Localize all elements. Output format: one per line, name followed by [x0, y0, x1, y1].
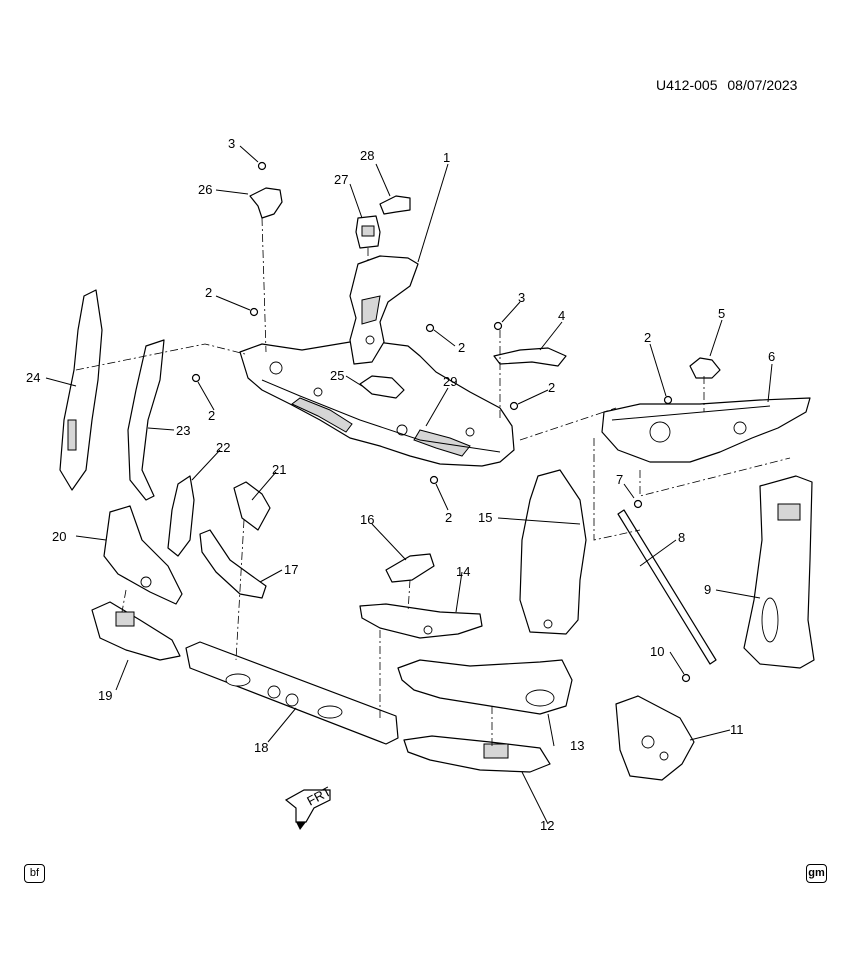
lower-grille-support-part[interactable]: [397, 659, 573, 715]
label-24: 24: [26, 370, 40, 385]
bolt-2a-icon[interactable]: [249, 307, 259, 317]
hood-prop-rod-part[interactable]: [617, 509, 717, 665]
label-2a: 2: [205, 285, 212, 300]
right-side-baffle-part[interactable]: [519, 469, 587, 635]
label-18: 18: [254, 740, 268, 755]
bolt-3a-icon[interactable]: [257, 161, 267, 171]
label-22: 22: [216, 440, 230, 455]
label-9: 9: [704, 582, 711, 597]
label-29: 29: [443, 374, 457, 389]
reference-date: 08/07/2023: [727, 77, 798, 93]
left-lower-bracket-part[interactable]: [167, 475, 195, 557]
label-6: 6: [768, 349, 775, 364]
bolt-10-icon[interactable]: [681, 673, 691, 683]
bolt-7-icon[interactable]: [633, 499, 643, 509]
label-2d: 2: [548, 380, 555, 395]
label-5: 5: [718, 306, 725, 321]
upper-radiator-support-part[interactable]: [239, 339, 515, 467]
bolt-2e-icon[interactable]: [429, 475, 439, 485]
hood-latch-insert-part[interactable]: [355, 215, 381, 249]
gm-logo-badge: gm: [806, 864, 827, 883]
upper-bracket-part[interactable]: [249, 187, 283, 219]
label-2e: 2: [445, 510, 452, 525]
label-28: 28: [360, 148, 374, 163]
label-20: 20: [52, 529, 66, 544]
bolt-2b-icon[interactable]: [191, 373, 201, 383]
bolt-3b-icon[interactable]: [493, 321, 503, 331]
label-17: 17: [284, 562, 298, 577]
label-14: 14: [456, 564, 470, 579]
label-16: 16: [360, 512, 374, 527]
part-number-labels: 1 2 2 2 2 2 2 3 3 4 5 6 7 8 9 10 11 12 1…: [26, 136, 775, 833]
diagram-reference-code: U412-005 08/07/2023: [656, 78, 797, 92]
fender-clip-part[interactable]: [689, 357, 721, 379]
alignment-lines: [75, 217, 791, 746]
label-10: 10: [650, 644, 664, 659]
lower-air-deflector-part[interactable]: [403, 735, 551, 773]
center-mount-bracket-part[interactable]: [385, 553, 435, 583]
label-27: 27: [334, 172, 348, 187]
label-7: 7: [616, 472, 623, 487]
label-2f: 2: [644, 330, 651, 345]
fasteners: [191, 161, 691, 683]
left-air-baffle-part[interactable]: [59, 289, 103, 491]
label-26: 26: [198, 182, 212, 197]
right-air-baffle-part[interactable]: [743, 475, 815, 669]
upper-air-deflector-part[interactable]: [359, 603, 483, 639]
label-21: 21: [272, 462, 286, 477]
front-direction-arrow: FRT: [284, 784, 334, 830]
leader-lines: [45, 145, 773, 825]
bolt-2d-icon[interactable]: [509, 401, 519, 411]
label-25: 25: [330, 368, 344, 383]
latch-support-bar-part[interactable]: [493, 347, 567, 367]
label-8: 8: [678, 530, 685, 545]
center-bracket-part[interactable]: [359, 375, 405, 399]
lower-deflector-part[interactable]: [199, 529, 267, 599]
right-lower-bracket-part[interactable]: [615, 695, 695, 781]
label-11: 11: [730, 722, 744, 737]
label-15: 15: [478, 510, 492, 525]
label-12: 12: [540, 818, 554, 833]
lower-tie-bar-part[interactable]: [185, 641, 399, 745]
right-fender-support-part[interactable]: [601, 397, 811, 463]
center-left-bracket-part[interactable]: [233, 481, 271, 531]
left-side-baffle-part[interactable]: [127, 339, 165, 501]
label-19: 19: [98, 688, 112, 703]
label-3b: 3: [518, 290, 525, 305]
latch-clip-part[interactable]: [379, 195, 411, 215]
bf-badge: bf: [24, 864, 45, 883]
reference-code: U412-005: [656, 77, 718, 93]
bolt-2c-icon[interactable]: [425, 323, 435, 333]
left-lower-baffle-part[interactable]: [103, 505, 183, 605]
label-1: 1: [443, 150, 450, 165]
label-3a: 3: [228, 136, 235, 151]
label-4: 4: [558, 308, 565, 323]
label-2c: 2: [458, 340, 465, 355]
label-23: 23: [176, 423, 190, 438]
left-bumper-bracket-part[interactable]: [91, 601, 181, 661]
label-13: 13: [570, 738, 584, 753]
hood-latch-support-part[interactable]: [349, 255, 419, 365]
bolt-2f-icon[interactable]: [663, 395, 673, 405]
label-2b: 2: [208, 408, 215, 423]
